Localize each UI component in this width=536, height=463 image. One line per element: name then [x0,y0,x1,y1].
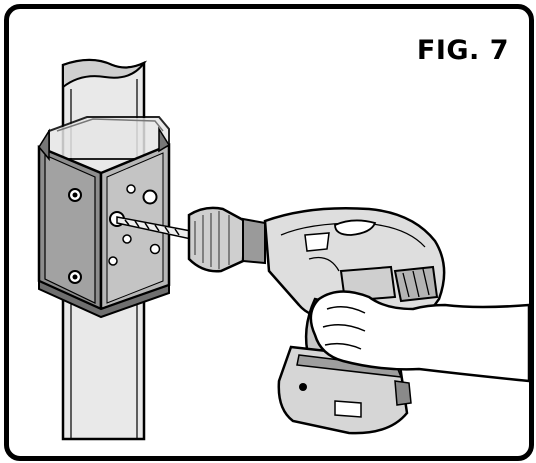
cordless-drill [187,206,446,435]
figure-label: FIG. 7 [416,35,509,66]
drill-bracket-illustration [37,58,529,441]
bracket [37,116,171,319]
hand [309,290,529,383]
figure-frame: FIG. 7 [4,4,534,461]
